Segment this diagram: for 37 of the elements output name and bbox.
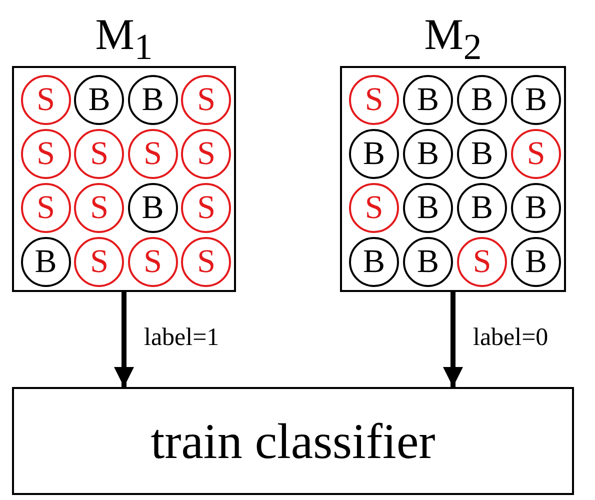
letter-circle: B	[511, 75, 561, 125]
letter-circle: B	[128, 183, 178, 233]
letter-circle: S	[74, 129, 124, 179]
arrow	[114, 292, 134, 387]
letter-circle: S	[511, 129, 561, 179]
letter-circle: B	[349, 129, 399, 179]
letter-circle: S	[128, 129, 178, 179]
box-heading: M$_{1}$	[95, 10, 153, 69]
arrow	[443, 292, 463, 387]
letter-circle: B	[349, 237, 399, 287]
letter-circle: S	[457, 237, 507, 287]
letter-circle: B	[457, 129, 507, 179]
letter-circle: S	[20, 183, 71, 233]
letter-circle: B	[403, 75, 453, 125]
letter-circle: B	[511, 183, 561, 233]
letter-circle: S	[128, 237, 178, 287]
letter-circle: S	[74, 183, 124, 233]
letter-circle: B	[403, 129, 453, 179]
letter-circle: B	[128, 75, 178, 125]
letter-circle: S	[181, 237, 232, 287]
letter-circle: B	[403, 183, 453, 233]
letter-circle: S	[181, 183, 232, 233]
box-heading: M$_{2}$	[424, 10, 482, 69]
letter-circle: S	[20, 129, 71, 179]
letter-circle: B	[20, 237, 71, 287]
letter-circle: B	[403, 237, 453, 287]
letter-circle: S	[20, 75, 71, 125]
letter-circle: S	[181, 75, 232, 125]
letter-circle: S	[74, 237, 124, 287]
letter-circle: B	[457, 183, 507, 233]
letter-circle: S	[181, 129, 232, 179]
letter-circle: S	[349, 75, 399, 125]
letter-circle: B	[74, 75, 124, 125]
letter-circle: B	[511, 237, 561, 287]
process-box: train classifier	[12, 387, 574, 495]
letter-circle: S	[349, 183, 399, 233]
letter-circle: B	[457, 75, 507, 125]
